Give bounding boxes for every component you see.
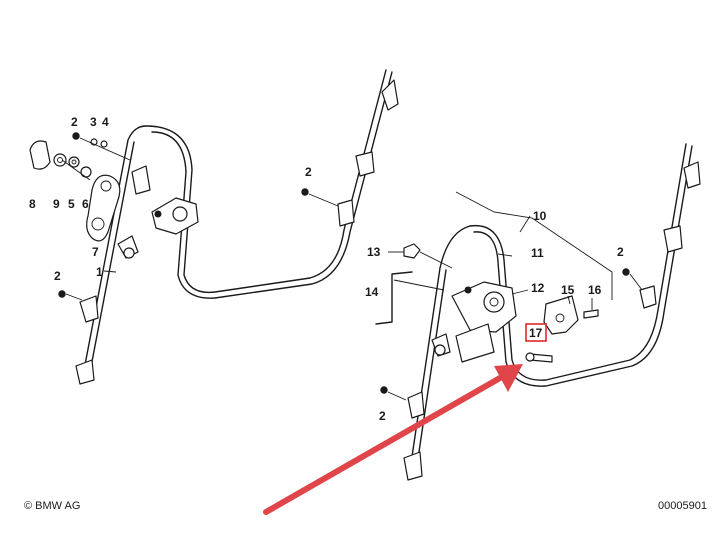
callout-6: 6: [82, 197, 89, 211]
callout-2-bottom: 2: [379, 409, 386, 423]
callout-9: 9: [53, 197, 60, 211]
callout-labels-left: 2 3 4 8 9 5 6 7 1 2 2: [29, 115, 312, 283]
callout-5: 5: [68, 197, 75, 211]
highlighted-callout[interactable]: 17: [525, 323, 547, 342]
callout-12: 12: [531, 281, 545, 295]
callout-10: 10: [533, 209, 547, 223]
callout-11: 11: [531, 246, 544, 260]
callout-4: 4: [102, 115, 109, 129]
annotation-arrow: [263, 364, 523, 515]
left-window-regulator: [29, 69, 399, 385]
drawing-number: 00005901: [658, 500, 707, 512]
callout-labels-right: 10 11 13 12 14 15 16 2 2: [365, 209, 624, 423]
right-window-regulator: [375, 143, 701, 481]
callout-2-center: 2: [305, 165, 312, 179]
callout-2-right: 2: [617, 245, 624, 259]
callout-2-top: 2: [71, 115, 78, 129]
callout-8: 8: [29, 197, 36, 211]
callout-15: 15: [561, 283, 575, 297]
arrow-head-icon: [494, 364, 523, 392]
callout-14: 14: [365, 285, 379, 299]
callout-2-lower-left: 2: [54, 269, 61, 283]
callout-17-highlight-box[interactable]: [525, 323, 547, 342]
callout-16: 16: [588, 283, 602, 297]
callout-7: 7: [92, 245, 99, 259]
callout-17[interactable]: 17: [529, 326, 543, 340]
callout-13: 13: [367, 245, 381, 259]
callout-1: 1: [96, 265, 103, 279]
callout-3: 3: [90, 115, 97, 129]
copyright-text: © BMW AG: [24, 500, 80, 512]
